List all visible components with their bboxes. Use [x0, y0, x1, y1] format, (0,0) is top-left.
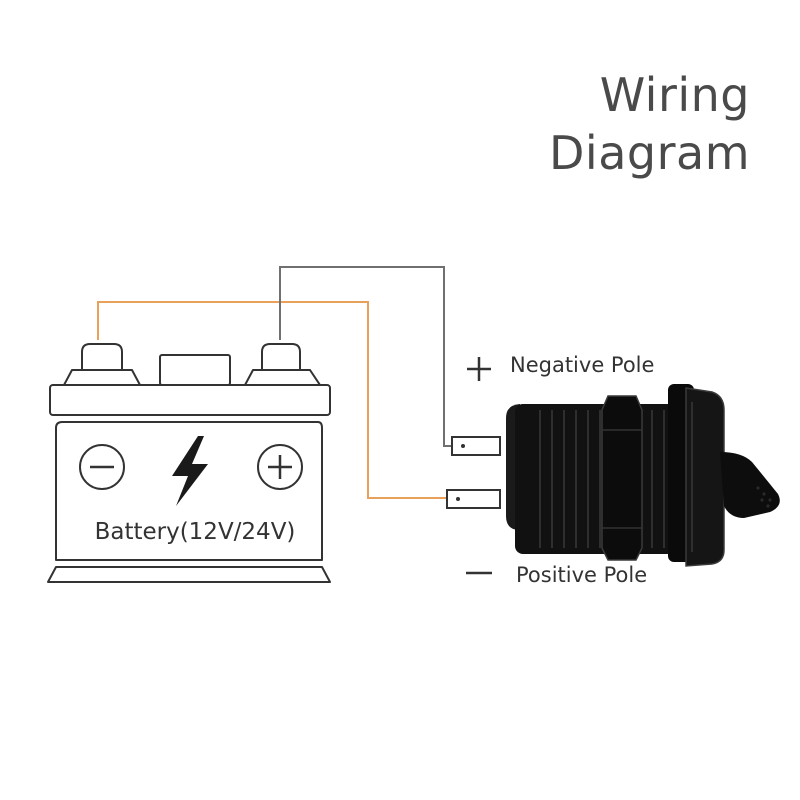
- negative-pole-marker: [467, 357, 491, 381]
- grey-wire: [279, 266, 452, 447]
- socket: [446, 384, 780, 567]
- battery-terminal-right: [244, 343, 321, 386]
- socket-front-cap: [685, 387, 725, 567]
- title-line-2: Diagram: [549, 126, 750, 180]
- socket-nut: [601, 395, 643, 561]
- positive-pole-label: Positive Pole: [516, 563, 647, 587]
- battery-terminal-left: [63, 343, 141, 386]
- socket-terminal-top: [451, 436, 501, 456]
- socket-terminal-bottom: [446, 489, 501, 509]
- diagram-title: Wiring Diagram: [549, 66, 750, 182]
- lightning-bolt-icon: [172, 436, 208, 506]
- orange-wire: [97, 301, 448, 499]
- battery-body: [55, 421, 323, 561]
- battery-label: Battery(12V/24V): [95, 519, 296, 545]
- battery-center-cap: [159, 354, 231, 386]
- negative-pole-label: Negative Pole: [510, 353, 654, 377]
- socket-dust-cover: [720, 452, 780, 518]
- battery: [47, 343, 331, 583]
- plus-terminal-icon: [257, 444, 303, 490]
- battery-lid: [49, 384, 331, 416]
- title-line-1: Wiring: [599, 68, 750, 122]
- battery-base: [47, 566, 331, 583]
- minus-terminal-icon: [79, 444, 125, 490]
